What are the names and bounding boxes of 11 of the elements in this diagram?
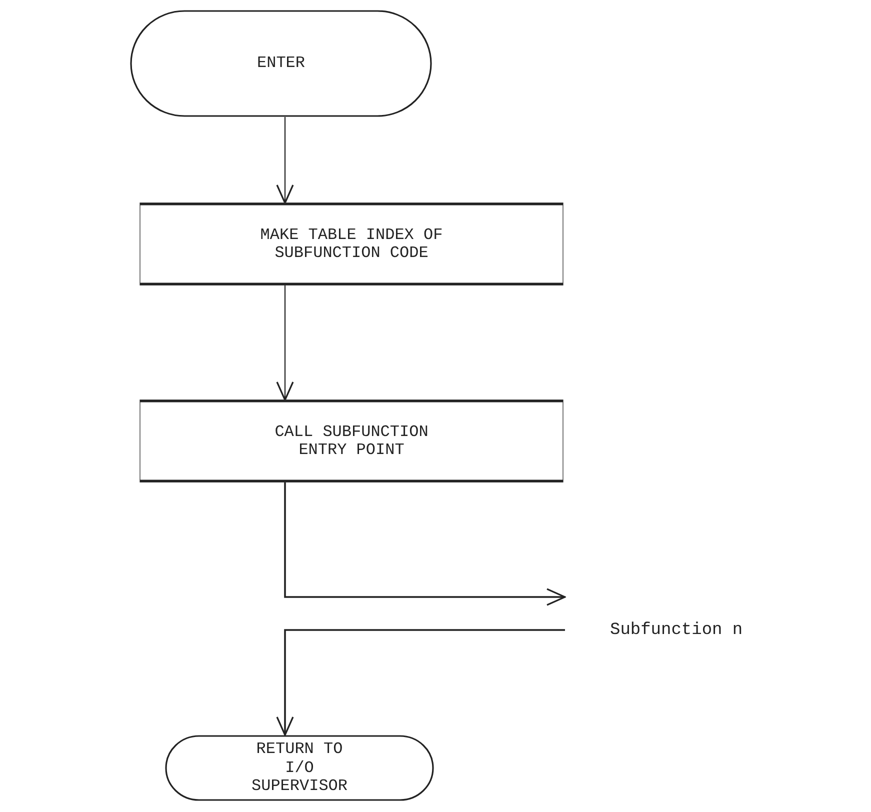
arrow <box>284 482 566 606</box>
arrow <box>276 629 565 736</box>
node-label: RETURN TO I/O SUPERVISOR <box>250 740 348 796</box>
annotation-text: Subfunction n <box>610 621 743 641</box>
process-box <box>140 400 563 482</box>
arrow <box>276 285 294 401</box>
node-label: MAKE TABLE INDEX OF SUBFUNCTION CODE <box>259 226 444 262</box>
process-box <box>140 203 563 285</box>
arrow <box>276 117 294 204</box>
node-label: CALL SUBFUNCTION ENTRY POINT <box>274 422 430 460</box>
node-label: ENTER <box>256 54 305 73</box>
